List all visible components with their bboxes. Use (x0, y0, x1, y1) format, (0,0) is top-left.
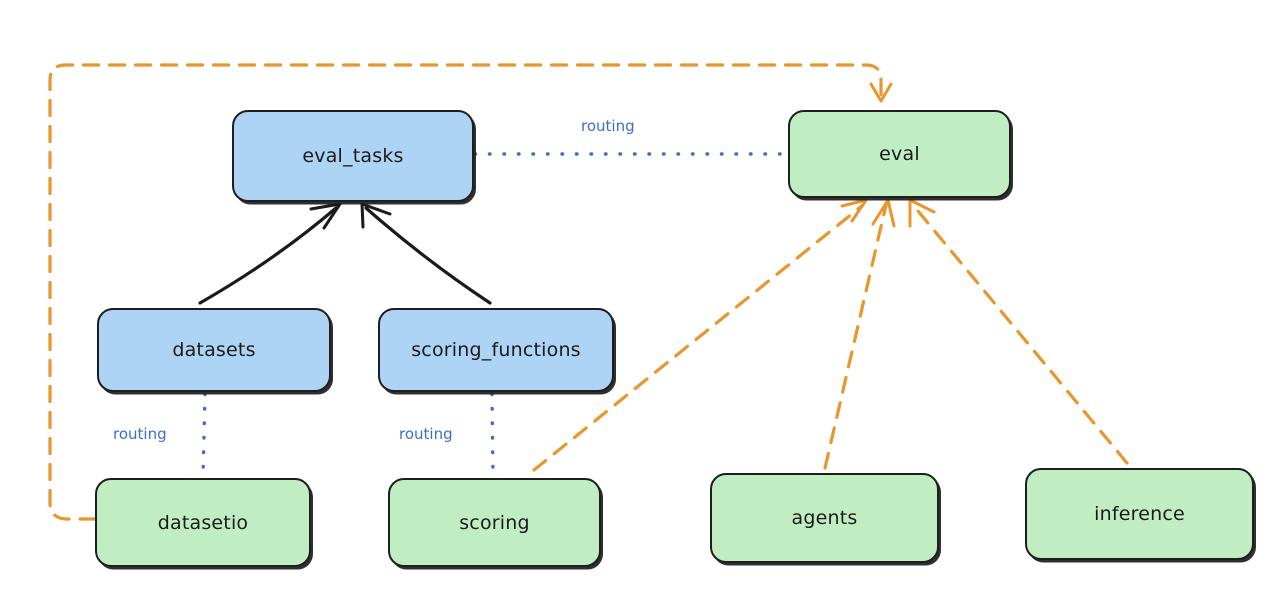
edge-label-routing-eval-tasks: routing (578, 117, 638, 135)
node-scoring[interactable]: scoring (388, 478, 601, 567)
edge-label-routing-scoring-functions: routing (396, 425, 456, 443)
node-label: datasets (172, 339, 256, 361)
node-label: scoring (459, 511, 530, 534)
node-label: scoring_functions (411, 339, 581, 361)
edge-scoring_functions-to-scoring (490, 392, 495, 479)
node-label: inference (1094, 503, 1185, 525)
node-datasets[interactable]: datasets (97, 308, 331, 392)
node-scoring-functions[interactable]: scoring_functions (378, 308, 614, 392)
node-label: agents (791, 507, 858, 529)
edge-scoring_functions-to-eval_tasks (360, 202, 492, 305)
edge-datasets-to-eval_tasks (198, 202, 342, 305)
edge-datasets-to-datasetio (201, 392, 207, 479)
node-eval[interactable]: eval (788, 110, 1011, 198)
edge-agents-to-eval (823, 198, 896, 470)
edge-label-routing-datasets: routing (110, 425, 170, 443)
edge-inference-to-eval (908, 198, 1129, 465)
node-inference[interactable]: inference (1025, 468, 1254, 560)
node-datasetio[interactable]: datasetio (95, 478, 311, 567)
node-label: eval (879, 143, 920, 165)
node-eval-tasks[interactable]: eval_tasks (232, 110, 474, 202)
node-label: eval_tasks (302, 145, 404, 167)
node-label: datasetio (157, 511, 249, 534)
node-agents[interactable]: agents (710, 473, 939, 563)
